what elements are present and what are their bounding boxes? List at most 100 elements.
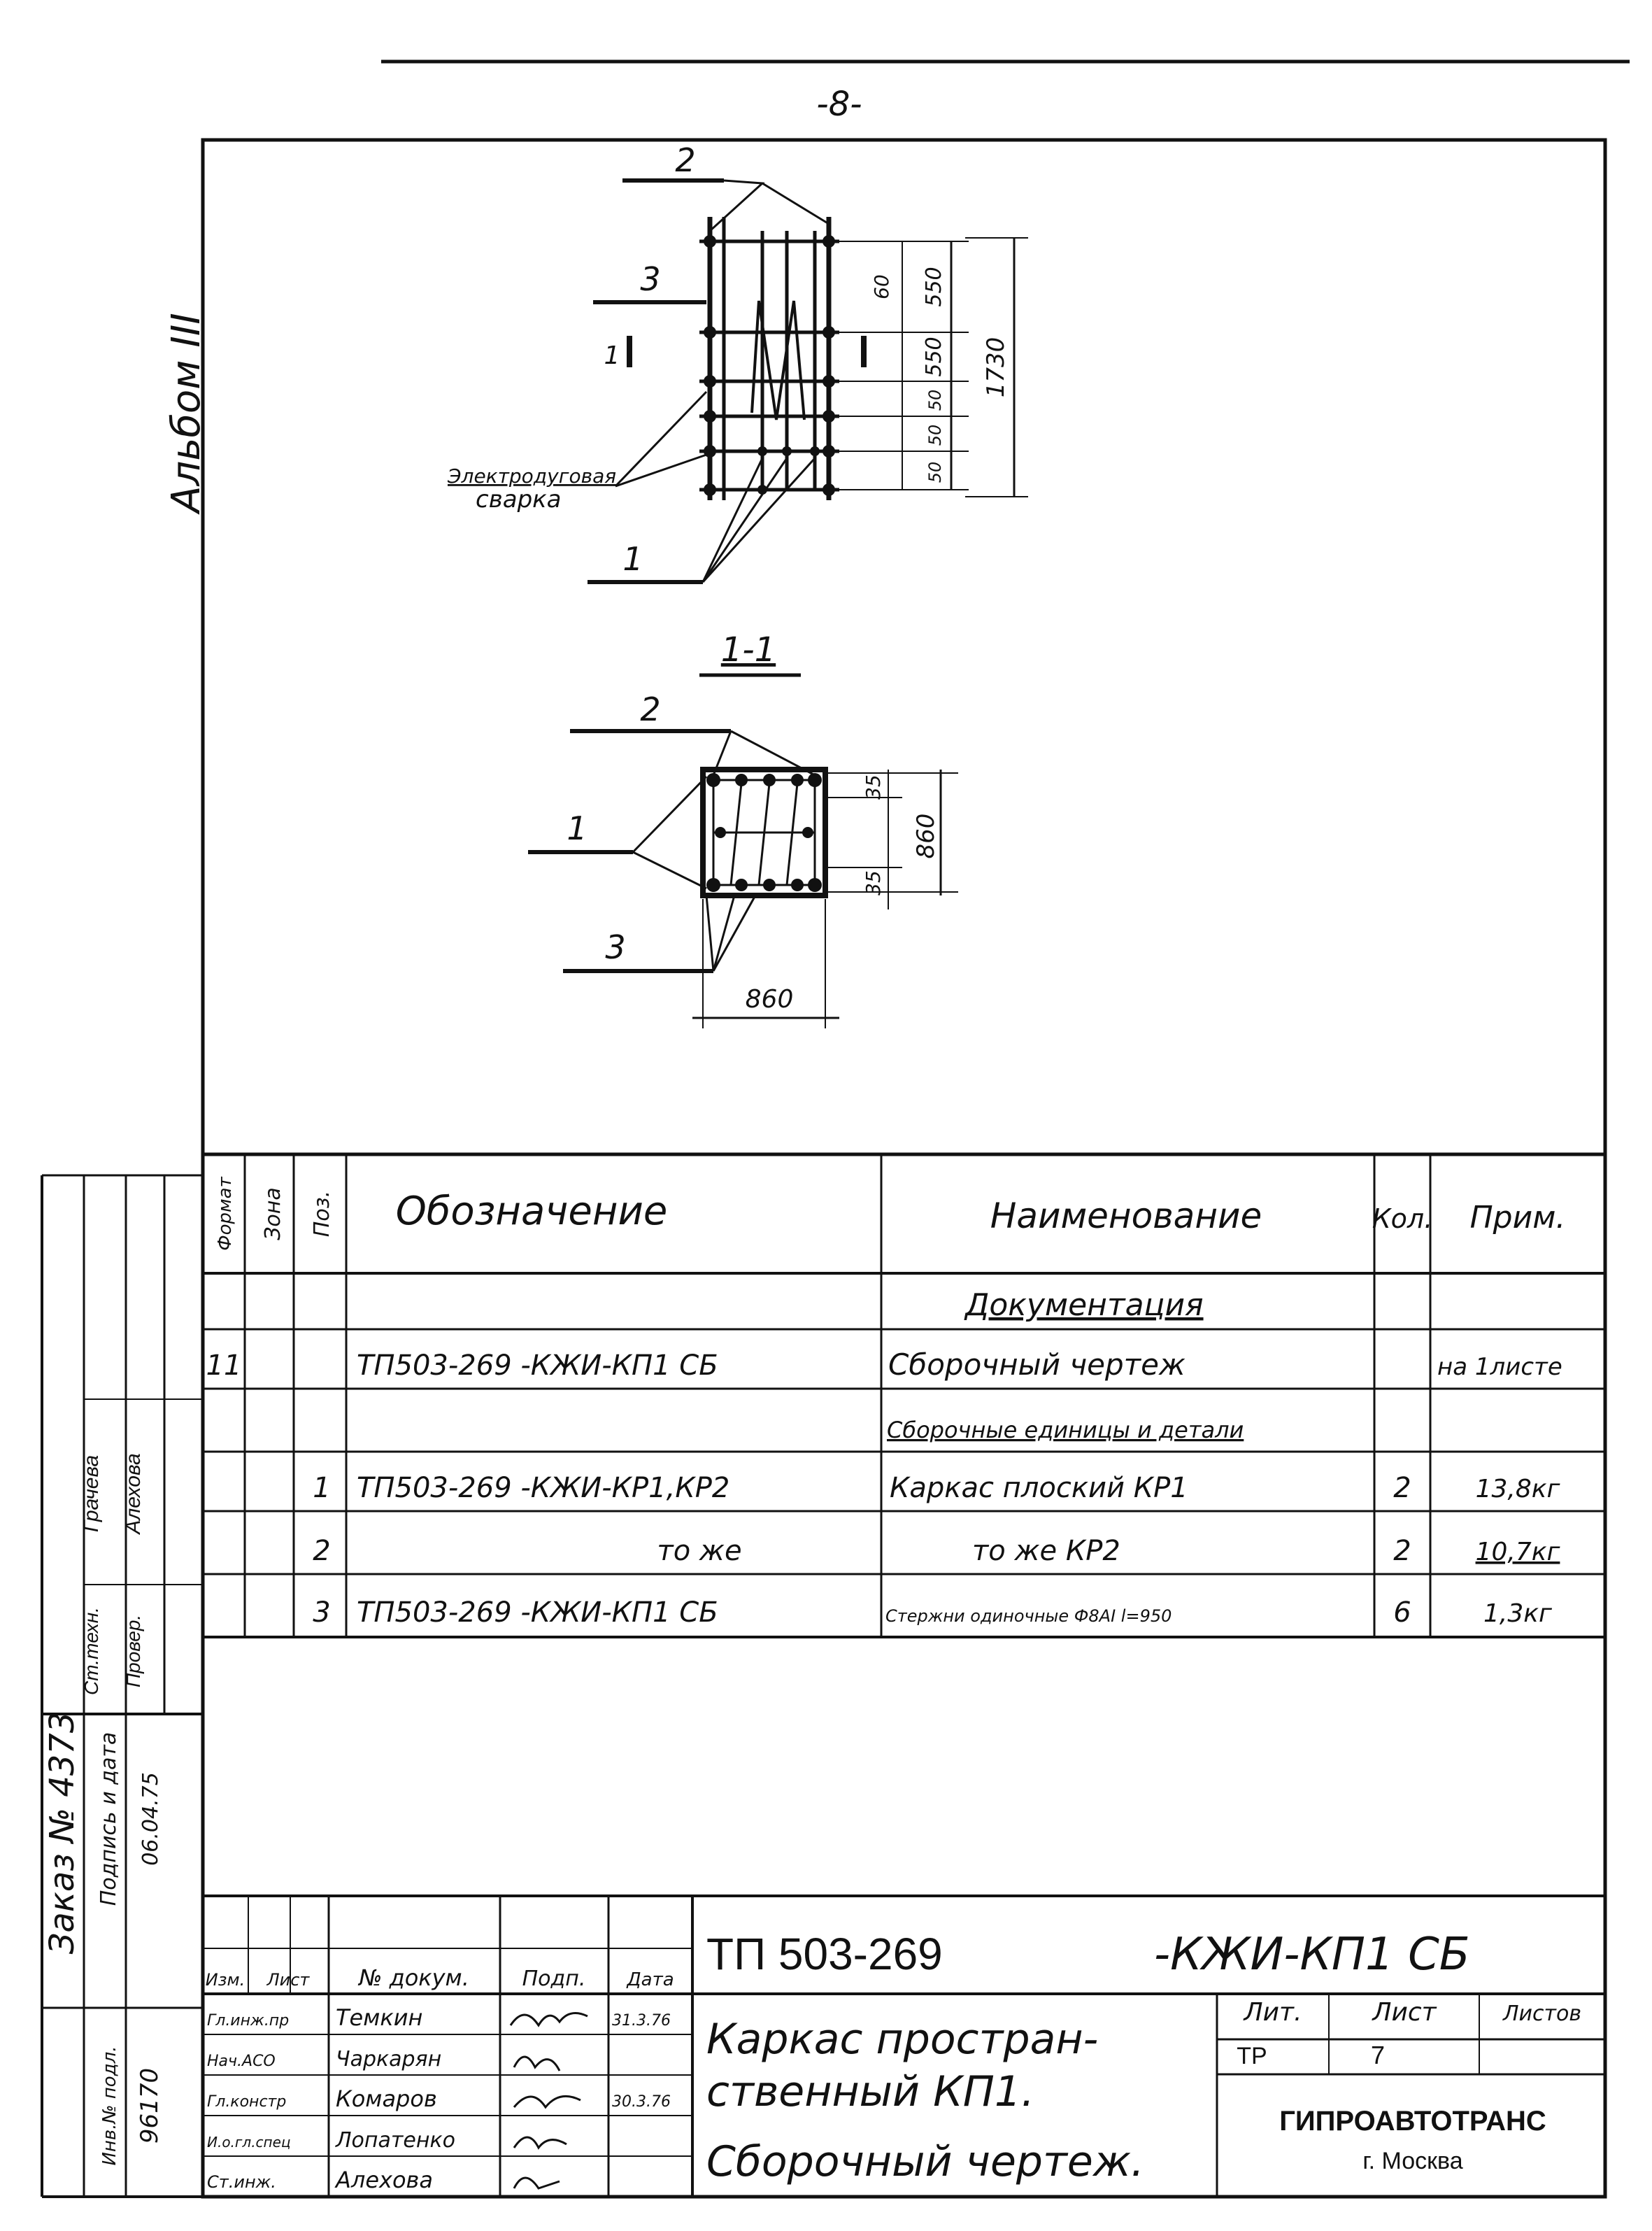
row-designation: то же (657, 1535, 741, 1567)
album-label: Альбом III (164, 313, 209, 515)
row-name: Сборочные единицы и детали (887, 1417, 1244, 1443)
doc-name-line2: ственный КП1. (706, 2067, 1034, 2116)
person-role: Гл.инж.пр (207, 2012, 289, 2030)
leader-label: 2 (640, 690, 660, 728)
header-note: Прим. (1470, 1200, 1566, 1235)
side-stamp: Ст.техн. Грачева Провер. Алехова Заказ №… (41, 1174, 203, 2198)
dim-text: 60 (870, 274, 893, 299)
doc-name-line1: Каркас простран- (706, 2015, 1098, 2064)
elevation-view: 2 3 1 Электродуговая сварка 1 550 550 (447, 141, 1028, 584)
row-name: Каркас плоский КР1 (890, 1472, 1188, 1504)
person-name: Комаров (336, 2085, 437, 2112)
weld-note-line2: сварка (476, 486, 562, 514)
sign-date-label: Подпись и дата (97, 1732, 121, 1906)
row-pos: 3 (313, 1596, 330, 1629)
leader-label: 3 (640, 260, 660, 298)
sheet-header: Лист (1371, 1998, 1437, 2027)
person-name: Алехова (334, 2167, 433, 2193)
row-qty: 2 (1393, 1535, 1411, 1567)
header-format: Формат (215, 1176, 236, 1250)
doc-code-suffix: -КЖИ-КП1 СБ (1154, 1929, 1470, 1981)
section-title: 1-1 (721, 630, 776, 670)
dim-text: 50 (925, 462, 945, 483)
check-name: Грачева (80, 1455, 103, 1532)
section-mark-label: 1 (604, 341, 620, 370)
col-header: Подп. (522, 1967, 586, 1991)
person-date: 31.3.76 (612, 2012, 671, 2030)
order-number: Заказ № 4373 (43, 1712, 82, 1955)
col-header: Лист (266, 1970, 311, 1990)
row-note: 10,7кг (1476, 1538, 1561, 1566)
row-name: то же КР2 (972, 1535, 1120, 1567)
inv-value: 96170 (136, 2068, 164, 2144)
signatures (509, 2012, 588, 2190)
row-name: Документация (964, 1287, 1204, 1323)
lit-value: ТР (1237, 2043, 1267, 2069)
check-name: Алехова (122, 1453, 145, 1535)
section-view: 1-1 2 1 3 (528, 630, 958, 1028)
weld-nodes (704, 235, 835, 496)
row-designation: ТП503-269 -КЖИ-КР1,КР2 (357, 1472, 729, 1504)
person-name: Чаркарян (336, 2047, 441, 2071)
row-designation: ТП503-269 -КЖИ-КП1 СБ (357, 1350, 718, 1382)
leader-label: 3 (605, 928, 625, 966)
row-pos: 2 (313, 1535, 330, 1567)
elevation-inner-rod (750, 300, 806, 420)
header-name: Наименование (990, 1196, 1262, 1236)
person-role: Нач.АСО (207, 2053, 276, 2070)
dim-text: 35 (862, 870, 885, 895)
col-header: Изм. (206, 1970, 245, 1990)
col-header: Дата (626, 1969, 674, 1990)
section-outline (700, 767, 828, 898)
dim-text: 550 (922, 337, 946, 376)
dim-text: 35 (862, 774, 885, 800)
doc-code: ТП 503-269 (706, 1929, 943, 1979)
person-name: Темкин (336, 2004, 422, 2031)
header-designation: Обозначение (396, 1189, 668, 1234)
row-note: на 1листе (1437, 1353, 1562, 1381)
person-date: 30.3.76 (612, 2093, 671, 2111)
check-role: Провер. (122, 1615, 144, 1687)
leader-label: 1 (567, 809, 587, 847)
person-name: Лопатенко (335, 2128, 455, 2153)
page-number: -8- (816, 85, 862, 124)
col-header: № докум. (357, 1964, 469, 1991)
section-bar-nodes (706, 773, 822, 892)
header-pos: Поз. (310, 1191, 334, 1237)
check-role: Ст.техн. (80, 1607, 102, 1695)
leader-label: 2 (675, 141, 695, 179)
leader-label: 1 (622, 540, 643, 578)
dim-text: 1730 (982, 337, 1010, 398)
dim-text: 50 (925, 390, 945, 411)
spec-table: Формат Зона Поз. Обозначение Наименовани… (203, 1152, 1605, 1638)
sheet-value: 7 (1371, 2041, 1385, 2069)
dim-text: 860 (746, 985, 794, 1014)
header-qty: Кол. (1372, 1203, 1433, 1234)
row-designation: ТП503-269 -КЖИ-КП1 СБ (357, 1596, 718, 1629)
weld-note-line1: Электродуговая (447, 465, 616, 488)
person-role: Гл.констр (207, 2093, 286, 2111)
row-format: 11 (206, 1350, 242, 1382)
row-qty: 2 (1393, 1472, 1411, 1504)
sign-date-value: 06.04.75 (138, 1772, 163, 1866)
dim-text: 550 (922, 267, 946, 306)
row-pos: 1 (313, 1472, 330, 1504)
row-note: 13,8кг (1476, 1475, 1561, 1503)
lit-header: Лит. (1243, 1998, 1302, 2027)
drawing-frame (201, 138, 1607, 2199)
org-city: г. Москва (1362, 2148, 1462, 2174)
title-block: ТП 503-269 -КЖИ-КП1 СБ Изм. Лист № докум… (203, 1894, 1605, 2197)
header-zone: Зона (261, 1187, 285, 1240)
row-name: Сборочный чертеж (888, 1347, 1185, 1382)
inv-label: Инв.№ подл. (99, 2046, 120, 2165)
row-qty: 6 (1393, 1596, 1411, 1629)
org-name: ГИПРОАВТОТРАНС (1279, 2106, 1546, 2137)
person-role: Ст.инж. (207, 2172, 276, 2192)
dim-text: 50 (925, 425, 945, 446)
dim-text: 860 (912, 814, 940, 859)
sheets-header: Листов (1502, 2002, 1581, 2026)
row-note: 1,3кг (1483, 1599, 1553, 1628)
row-name: Стержни одиночные Ф8АI l=950 (885, 1606, 1172, 1626)
doc-name-line3: Сборочный чертеж. (706, 2137, 1144, 2186)
